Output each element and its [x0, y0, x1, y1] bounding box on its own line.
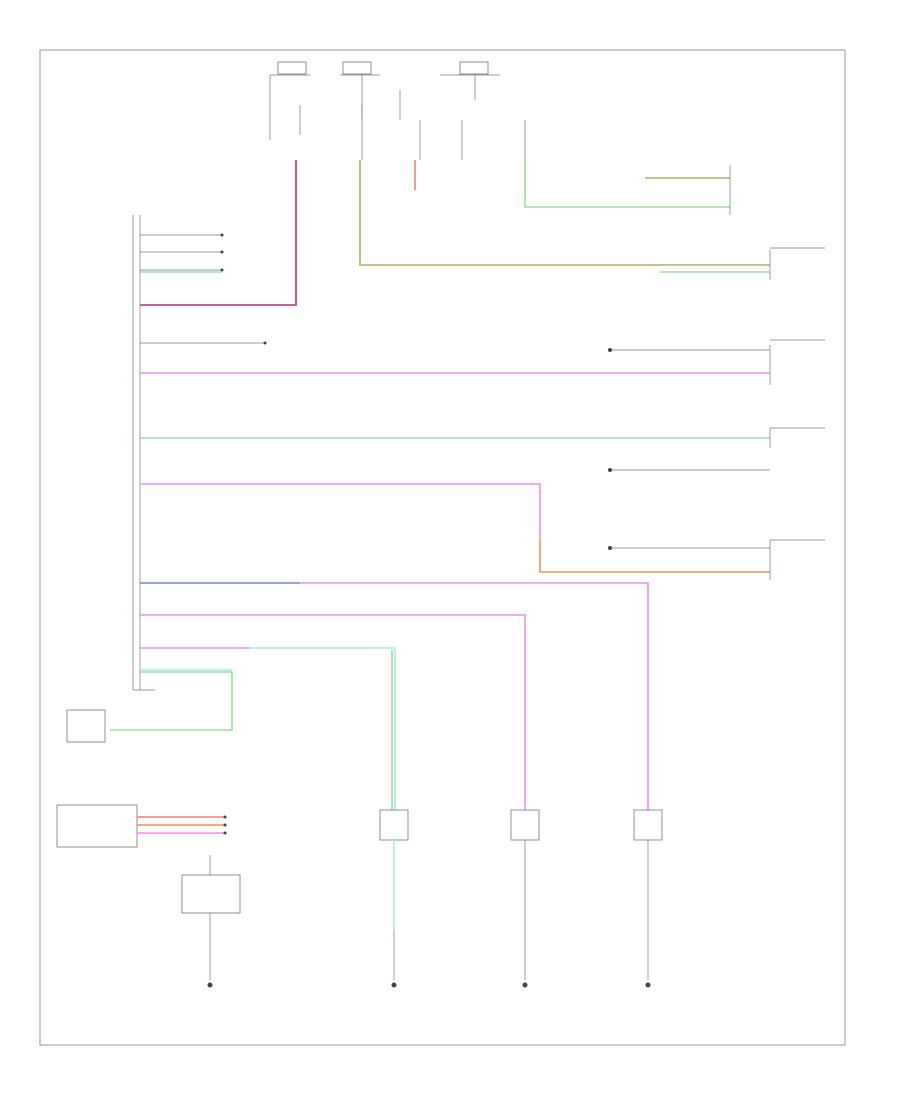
wire-green-mirror — [110, 671, 233, 731]
wire-magenta-main — [140, 160, 297, 306]
wire-cyan-pass — [250, 647, 396, 820]
wire-pink-orange — [140, 483, 541, 540]
wire-pink-center — [140, 614, 526, 820]
headlamp-switch — [56, 804, 227, 848]
mirror-module — [66, 709, 106, 743]
right-connectors — [608, 165, 825, 580]
center-lamp — [510, 809, 540, 988]
diagram-border — [39, 49, 846, 1046]
wire-orange-tail — [539, 540, 770, 573]
wire-olive-feed — [359, 160, 770, 266]
wire-pink-driver — [300, 582, 649, 820]
passenger-lamp — [379, 809, 409, 988]
dome-switch — [181, 855, 241, 988]
cluster-connector — [132, 215, 267, 691]
power-feeds — [269, 61, 526, 160]
driver-lamp — [633, 809, 663, 988]
wire-green-feed — [524, 160, 730, 208]
